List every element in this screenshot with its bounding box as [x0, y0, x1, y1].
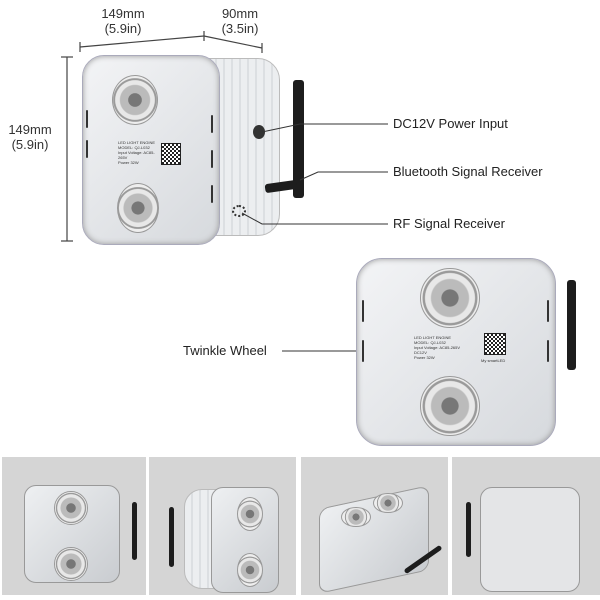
mini-lens [341, 507, 371, 527]
mini-lens [54, 491, 88, 525]
vent-slot [547, 300, 549, 322]
bluetooth-antenna [293, 80, 304, 198]
vent-slot [86, 140, 88, 158]
callout-power-input: DC12V Power Input [393, 116, 508, 131]
vent-slot [547, 340, 549, 362]
qr-code [484, 333, 506, 355]
thumbnail-front[interactable] [2, 457, 146, 595]
vent-slot [211, 115, 213, 133]
dc-power-jack [253, 125, 265, 139]
thumbnail-angle-left[interactable] [149, 457, 296, 595]
label-brand: My smartLED [481, 358, 506, 363]
label-model: MODEL: QJ-L032 [118, 145, 150, 150]
vent-slot [86, 110, 88, 128]
mini-lens [373, 493, 403, 513]
lens-top [112, 75, 158, 125]
bluetooth-antenna [567, 280, 576, 370]
rf-coil [232, 205, 246, 217]
qr-code [161, 143, 181, 165]
lens-bottom [117, 183, 159, 233]
height-dimension: 149mm (5.9in) [2, 122, 58, 152]
label-power: Power 32W [414, 355, 435, 360]
label-input: Input Voltage: AC85-265V [118, 150, 155, 160]
label-power: Power 32W [118, 160, 139, 165]
depth-mm: 90mm [221, 6, 259, 21]
callout-twinkle-wheel: Twinkle Wheel [183, 343, 267, 358]
width-mm: 149mm [101, 6, 145, 21]
width-dimension: 149mm (5.9in) [88, 6, 158, 36]
label-input: Input Voltage: AC85-265V [414, 345, 461, 350]
vent-slot [362, 300, 364, 322]
mini-device-back [480, 487, 580, 592]
vent-slot [362, 340, 364, 362]
dimension-lines [61, 31, 263, 242]
thumbnail-back[interactable] [452, 457, 600, 595]
device-label: LED LIGHT ENGINE MODEL: QJ-L032 Input Vo… [118, 140, 158, 165]
width-in: (5.9in) [104, 21, 142, 36]
mini-antenna [132, 502, 137, 560]
mini-lens [54, 547, 88, 581]
label-title: LED LIGHT ENGINE [118, 140, 156, 145]
callout-bluetooth-receiver: Bluetooth Signal Receiver [393, 164, 543, 179]
height-in: (5.9in) [11, 137, 49, 152]
vent-slot [211, 185, 213, 203]
callout-rf-receiver: RF Signal Receiver [393, 216, 505, 231]
mini-antenna [169, 507, 174, 567]
label-title: LED LIGHT ENGINE [414, 335, 452, 340]
vent-slot [211, 150, 213, 168]
twinkle-wheel-top [420, 268, 480, 328]
mini-lens [237, 553, 263, 587]
twinkle-wheel-bottom [420, 376, 480, 436]
label-model: MODEL: QJ-L032 [414, 340, 446, 345]
mini-antenna [466, 502, 471, 557]
thumbnail-top-view[interactable] [301, 457, 448, 595]
mini-lens [237, 497, 263, 531]
depth-dimension: 90mm (3.5in) [210, 6, 270, 36]
height-mm: 149mm [8, 122, 52, 137]
depth-in: (3.5in) [221, 21, 259, 36]
device-label: LED LIGHT ENGINE MODEL: QJ-L032 Input Vo… [414, 335, 474, 360]
label-dc: DC12V [414, 350, 427, 355]
